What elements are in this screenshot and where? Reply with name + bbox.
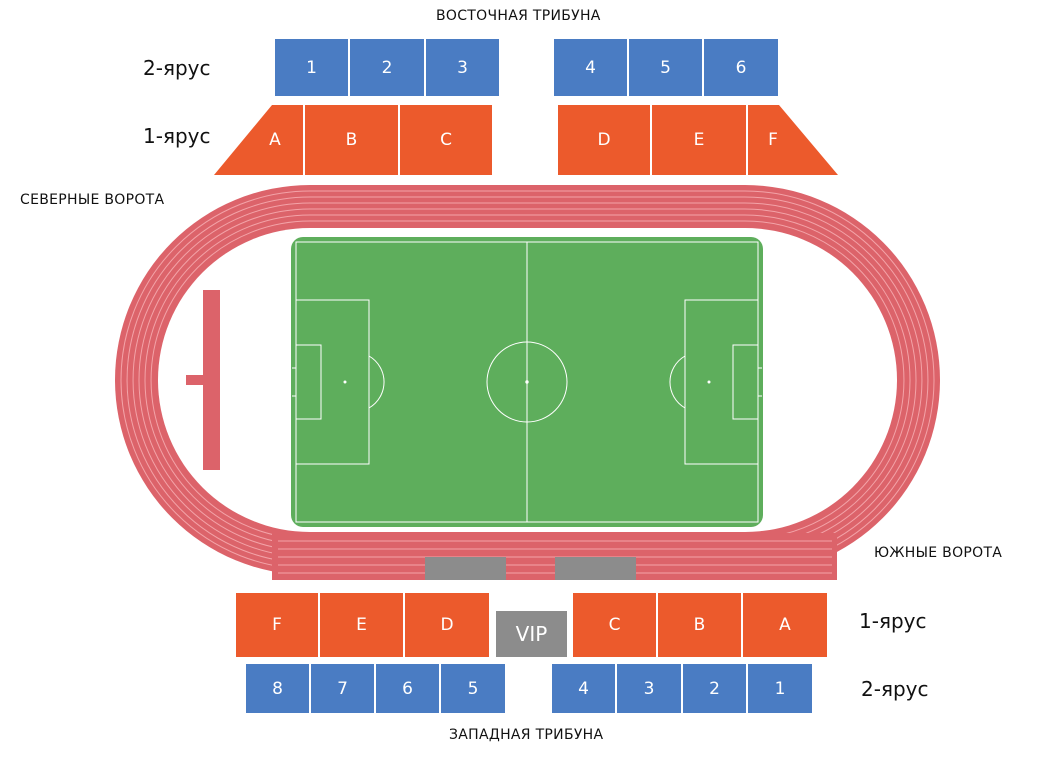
west-tier2-sector-3[interactable]: 3 (617, 664, 681, 713)
east-tier1-sector-F[interactable]: F (768, 130, 778, 150)
west-tier1-sector-A[interactable]: A (743, 593, 827, 657)
bench-block-left (425, 557, 506, 580)
east-tier1-sector-F-shape[interactable] (748, 105, 838, 175)
west-tier2-sector-6[interactable]: 6 (376, 664, 439, 713)
east-tier2-sector-6[interactable]: 6 (704, 39, 778, 96)
east-tier1-sector-D[interactable]: D (558, 105, 650, 175)
east-tier1-sector-B[interactable]: B (305, 105, 398, 175)
field-markings (292, 241, 762, 523)
east-tier2-sector-2[interactable]: 2 (350, 39, 424, 96)
east-tier1-sector-E[interactable]: E (652, 105, 746, 175)
jump-runway-cross (186, 375, 220, 385)
west-tier1-sector-D[interactable]: D (405, 593, 489, 657)
west-stand-label: ЗАПАДНАЯ ТРИБУНА (449, 727, 604, 743)
east-tier1-sector-C[interactable]: C (400, 105, 492, 175)
west-tier2-sector-1[interactable]: 1 (748, 664, 812, 713)
east-tier2-sector-3[interactable]: 3 (426, 39, 499, 96)
west-tier2-sector-8[interactable]: 8 (246, 664, 309, 713)
west-tier1-sector-C[interactable]: C (573, 593, 656, 657)
west-tier1-label: 1-ярус (859, 609, 927, 633)
east-tier1-sector-A[interactable]: A (269, 130, 281, 150)
east-tier1-label: 1-ярус (143, 124, 211, 148)
west-tier1-sector-B[interactable]: B (658, 593, 741, 657)
west-tier2-sector-4[interactable]: 4 (552, 664, 615, 713)
west-tier1-sector-F[interactable]: F (236, 593, 318, 657)
west-tier2-label: 2-ярус (861, 677, 929, 701)
bench-block-right (555, 557, 636, 580)
south-gate-label: ЮЖНЫЕ ВОРОТА (874, 545, 1003, 561)
east-stand-label: ВОСТОЧНАЯ ТРИБУНА (436, 8, 601, 24)
vip-box[interactable]: VIP (496, 611, 567, 657)
west-tier2-sector-5[interactable]: 5 (441, 664, 505, 713)
east-tier2-sector-1[interactable]: 1 (275, 39, 348, 96)
east-tier2-sector-5[interactable]: 5 (629, 39, 702, 96)
north-gate-label: СЕВЕРНЫЕ ВОРОТА (20, 192, 165, 208)
west-tier2-sector-2[interactable]: 2 (683, 664, 746, 713)
west-tier1-sector-E[interactable]: E (320, 593, 403, 657)
east-tier1-sector-A-shape[interactable] (214, 105, 303, 175)
east-tier2-label: 2-ярус (143, 56, 211, 80)
west-tier2-sector-7[interactable]: 7 (311, 664, 374, 713)
east-tier2-sector-4[interactable]: 4 (554, 39, 627, 96)
